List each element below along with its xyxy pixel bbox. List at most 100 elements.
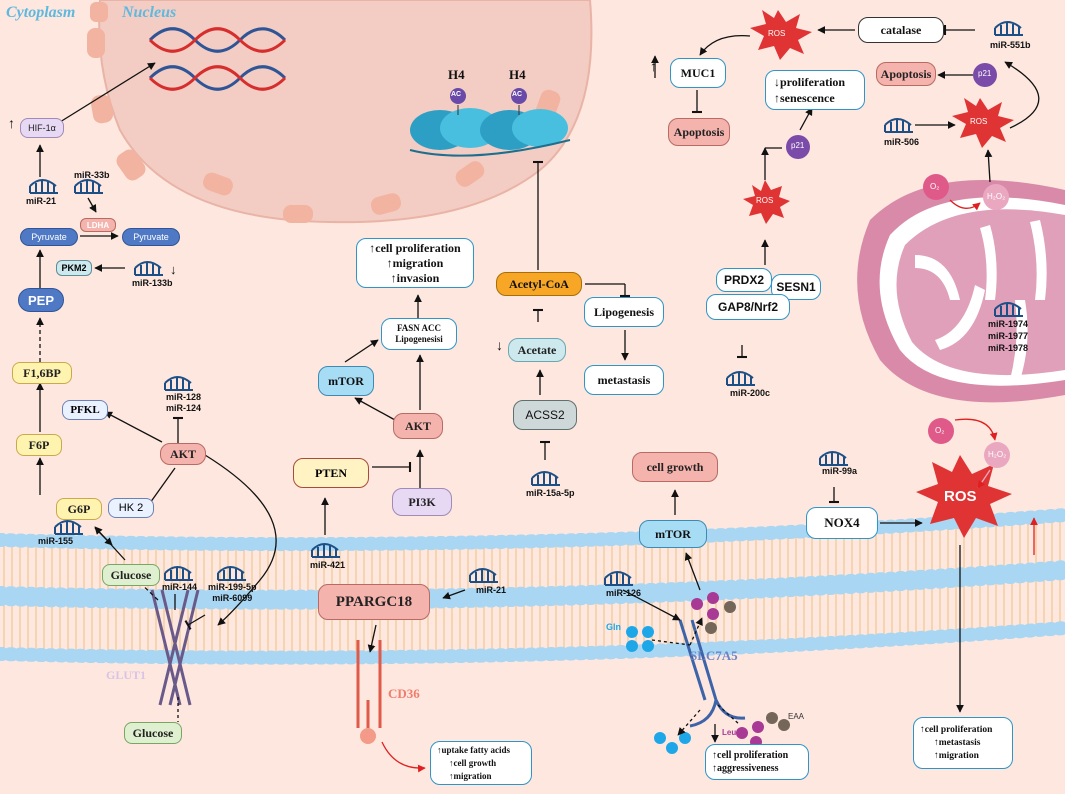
cd36-outcome-text-3: migration <box>453 770 492 781</box>
akt-lipid-node: AKT <box>393 413 443 439</box>
hk2-node: HK 2 <box>108 498 154 518</box>
pathway-arrows <box>36 24 1040 773</box>
nucleus <box>87 0 593 224</box>
lipogenesis-node: Lipogenesis <box>584 297 664 327</box>
glucose-extracellular-node: Glucose <box>124 722 182 744</box>
mir-506-label: miR-506 <box>884 137 920 147</box>
mir-126-label: miR-126 <box>606 588 642 598</box>
mtor-amino-node: mTOR <box>639 520 707 548</box>
nox4-node: NOX4 <box>806 507 878 539</box>
ros-top-label: ROS <box>768 29 786 38</box>
lipid-outcome-text-3: invasion <box>396 270 440 285</box>
ppargc18-node: PPARGC18 <box>318 584 430 620</box>
mir-155-label: miR-155 <box>38 536 74 546</box>
cell-growth-node: cell growth <box>632 452 718 482</box>
lipogenesisi-text: Lipogenesisi <box>395 334 443 344</box>
o2-bottom-label: O₂ <box>935 426 945 435</box>
lipid-outcome-line3: ↑invasion <box>390 270 440 285</box>
amino-outcome-text-2: aggressiveness <box>717 763 779 774</box>
muc1-node: MUC1 <box>670 58 726 88</box>
cd36-outcome-line3: ↑migration <box>449 770 492 781</box>
proliferation-line: ↓proliferation <box>774 75 846 89</box>
muc1-up-arrow-icon: ↑ <box>650 60 657 75</box>
ros-big-label: ROS <box>944 488 977 505</box>
nucleus-label: Nucleus <box>122 4 177 21</box>
proliferation-text: proliferation <box>780 75 846 89</box>
mir-1978-text: miR-1978 <box>988 343 1029 353</box>
ros-right-label: ROS <box>970 117 988 126</box>
cd36-outcome-line1: ↑uptake fatty acids <box>437 744 511 755</box>
ros-outcome-line1: ↑cell proliferation <box>920 724 993 735</box>
lipid-outcome-line1: ↑cell proliferation <box>369 240 461 255</box>
ros-outcome-text-3: migration <box>938 750 979 761</box>
gap8-nrf2-node: GAP8/Nrf2 <box>706 294 790 320</box>
amino-outcome-line1: ↑cell proliferation <box>712 750 789 761</box>
f6p-node: F6P <box>16 434 62 456</box>
lipid-outcome-text-1: cell proliferation <box>375 240 461 255</box>
amino-outcome-line2: ↑aggressiveness <box>712 763 779 774</box>
h2o2-bottom-label: H₂O₂ <box>988 450 1007 459</box>
mir-197x-label: miR-1974 miR-1977 miR-1978 <box>988 318 1028 354</box>
akt-glycolysis-node: AKT <box>160 443 206 465</box>
cell-membrane <box>0 508 1065 665</box>
proliferation-senescence-box: ↓proliferation ↑senescence <box>765 70 865 110</box>
pkm2-node: PKM2 <box>56 260 92 276</box>
lipid-outcome-line2: ↑migration <box>386 255 444 270</box>
fasn-acc-text: FASN ACC <box>396 323 442 333</box>
ros-outcome-text-1: cell proliferation <box>924 724 993 735</box>
mir-133b-label: miR-133b <box>132 278 173 288</box>
cytoplasm-label: Cytoplasm <box>6 4 76 21</box>
acss2-node: ACSS2 <box>513 400 577 430</box>
mir-6099-text: miR-6099 <box>212 593 253 603</box>
acetate-down-arrow-icon: ↓ <box>496 339 503 354</box>
apoptosis-mid-node: Apoptosis <box>668 118 730 146</box>
acetyl-mark-left: AC <box>451 91 462 98</box>
ros-outcome-line3: ↑migration <box>934 750 979 761</box>
catalase-node: catalase <box>858 17 944 43</box>
cd36-receptor-icon <box>356 640 382 744</box>
lipid-outcome-box: ↑cell proliferation ↑migration ↑invasion <box>356 238 474 288</box>
ros-outcome-box: ↑cell proliferation ↑metastasis ↑migrati… <box>913 717 1013 769</box>
metastasis-node: metastasis <box>584 365 664 395</box>
mir-200c-label: miR-200c <box>730 388 771 398</box>
mir-99a-label: miR-99a <box>822 466 858 476</box>
o2-top-label: O₂ <box>930 182 940 191</box>
mir-15a-label: miR-15a-5p <box>526 488 575 498</box>
acetyl-coa-node: Acetyl-CoA <box>496 272 582 296</box>
mtor-lipid-node: mTOR <box>318 366 374 396</box>
cd36-label: CD36 <box>388 686 420 701</box>
ros-mid-label: ROS <box>756 196 774 205</box>
cd36-outcome-text-2: cell growth <box>453 757 497 768</box>
amino-acid-dots <box>626 592 790 754</box>
mir-133b-down-arrow-icon: ↓ <box>170 262 177 277</box>
mir-1977-text: miR-1977 <box>988 331 1029 341</box>
cd36-outcome-text-1: uptake fatty acids <box>441 744 511 755</box>
pyruvate-right-node: Pyruvate <box>122 228 180 246</box>
g6p-node: G6P <box>56 498 102 520</box>
prdx2-node: PRDX2 <box>716 268 772 292</box>
f16bp-node: F1,6BP <box>12 362 72 384</box>
dna-helix-icon <box>148 27 287 91</box>
mir-128-text: miR-128 <box>166 392 202 402</box>
lipid-outcome-text-2: migration <box>392 255 444 270</box>
p21-top-label: p21 <box>978 69 992 78</box>
ldha-node: LDHA <box>80 218 116 232</box>
apoptosis-right-node: Apoptosis <box>876 62 936 86</box>
mitochondrion <box>857 180 1065 403</box>
mir-124-text: miR-124 <box>166 403 202 413</box>
acetate-node: Acetate <box>508 338 566 362</box>
leu-label: Leu <box>722 728 737 737</box>
gln-label: Gln <box>606 622 621 632</box>
h2o2-top-label: H₂O₂ <box>987 192 1006 201</box>
p21-mid-label: p21 <box>791 141 805 150</box>
senescence-text: senescence <box>780 91 835 105</box>
pyruvate-left-node: Pyruvate <box>20 228 78 246</box>
mir-21-mid-label: miR-21 <box>476 585 507 595</box>
nucleosome-icon <box>409 88 571 157</box>
pi3k-node: PI3K <box>392 488 452 516</box>
ros-outcome-text-2: metastasis <box>938 737 981 748</box>
mir-199-text: miR-199-5p <box>208 582 257 592</box>
